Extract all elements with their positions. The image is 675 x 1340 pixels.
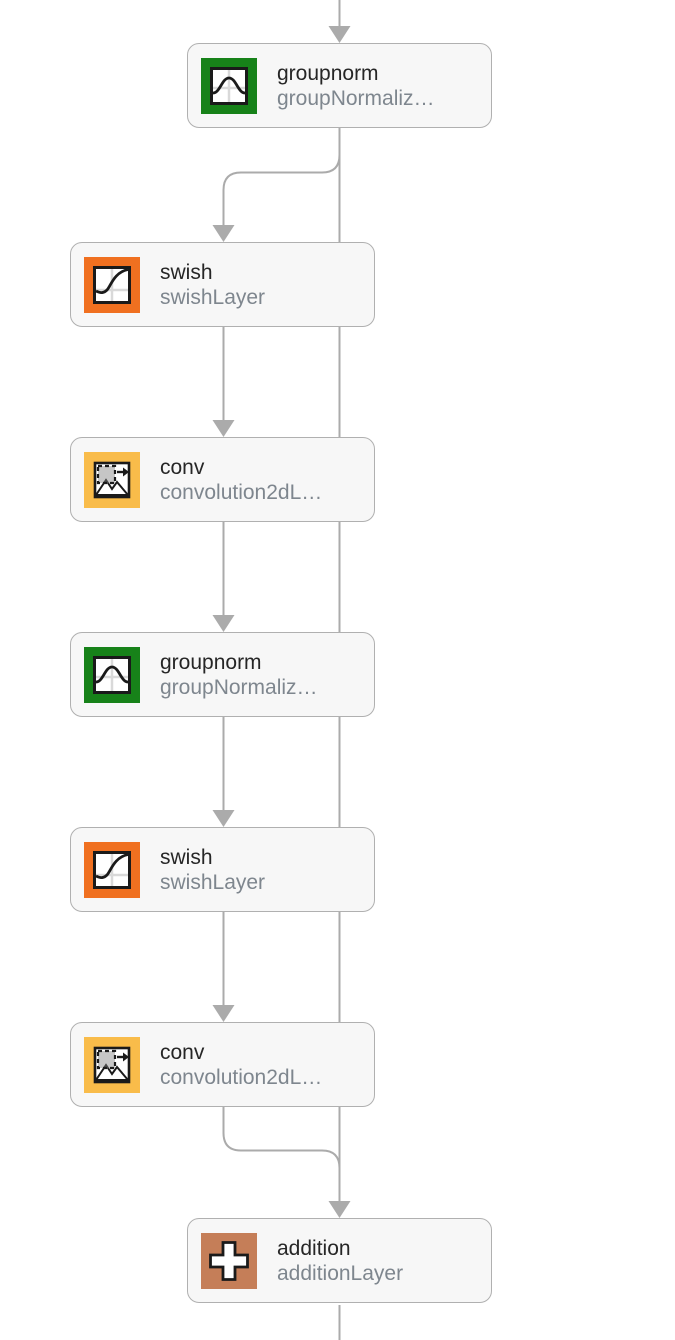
layer-name: swish — [160, 845, 213, 869]
layer-class: convolution2dL… — [160, 480, 323, 504]
edge-groupnorm1-to-swish1-arrow[interactable] — [212, 225, 235, 242]
layer-class: additionLayer — [277, 1261, 404, 1285]
layer-node-conv-1[interactable]: conv convolution2dL… — [70, 437, 375, 522]
layer-node-conv-2[interactable]: conv convolution2dL… — [70, 1022, 375, 1107]
layer-labels: conv convolution2dL… — [160, 455, 322, 505]
edge-swish2-to-conv2-arrow[interactable] — [212, 1005, 235, 1022]
swish-icon — [84, 841, 140, 898]
edge-conv2-to-addition[interactable] — [222, 1107, 341, 1169]
edge-addition-in-arrow[interactable] — [328, 1201, 351, 1218]
layer-class: groupNormaliz… — [160, 675, 318, 699]
conv-icon — [84, 1036, 140, 1093]
layer-class: swishLayer — [160, 285, 266, 309]
edge-input-arrow[interactable] — [328, 26, 351, 43]
layer-labels: conv convolution2dL… — [160, 1040, 322, 1090]
layer-name: addition — [277, 1236, 351, 1260]
edge-groupnorm2-to-swish2-arrow[interactable] — [212, 810, 235, 827]
layer-node-swish-2[interactable]: swish swishLayer — [70, 827, 375, 912]
layer-labels: groupnorm groupNormaliz… — [160, 650, 318, 700]
conv-icon — [84, 451, 140, 508]
layer-labels: swish swishLayer — [160, 260, 265, 310]
layer-node-addition[interactable]: addition additionLayer — [187, 1218, 492, 1303]
layer-class: swishLayer — [160, 870, 266, 894]
edge-groupnorm1-to-swish1[interactable] — [222, 128, 341, 226]
edge-swish1-to-conv1-arrow[interactable] — [212, 420, 235, 437]
layer-node-groupnorm-1[interactable]: groupnorm groupNormaliz… — [187, 43, 492, 128]
layer-name: conv — [160, 455, 205, 479]
groupnorm-icon — [201, 57, 257, 114]
layer-class: convolution2dL… — [160, 1065, 323, 1089]
layer-labels: addition additionLayer — [277, 1236, 403, 1286]
layer-class: groupNormaliz… — [277, 86, 435, 110]
groupnorm-icon — [84, 646, 140, 703]
layer-name: groupnorm — [277, 61, 379, 85]
swish-icon — [84, 256, 140, 313]
layer-name: groupnorm — [160, 650, 262, 674]
layer-name: swish — [160, 260, 213, 284]
edge-conv1-to-groupnorm2-arrow[interactable] — [212, 615, 235, 632]
addition-icon — [201, 1232, 257, 1289]
layer-labels: groupnorm groupNormaliz… — [277, 61, 435, 111]
layer-labels: swish swishLayer — [160, 845, 265, 895]
layer-node-groupnorm-2[interactable]: groupnorm groupNormaliz… — [70, 632, 375, 717]
layer-name: conv — [160, 1040, 205, 1064]
layer-node-swish-1[interactable]: swish swishLayer — [70, 242, 375, 327]
